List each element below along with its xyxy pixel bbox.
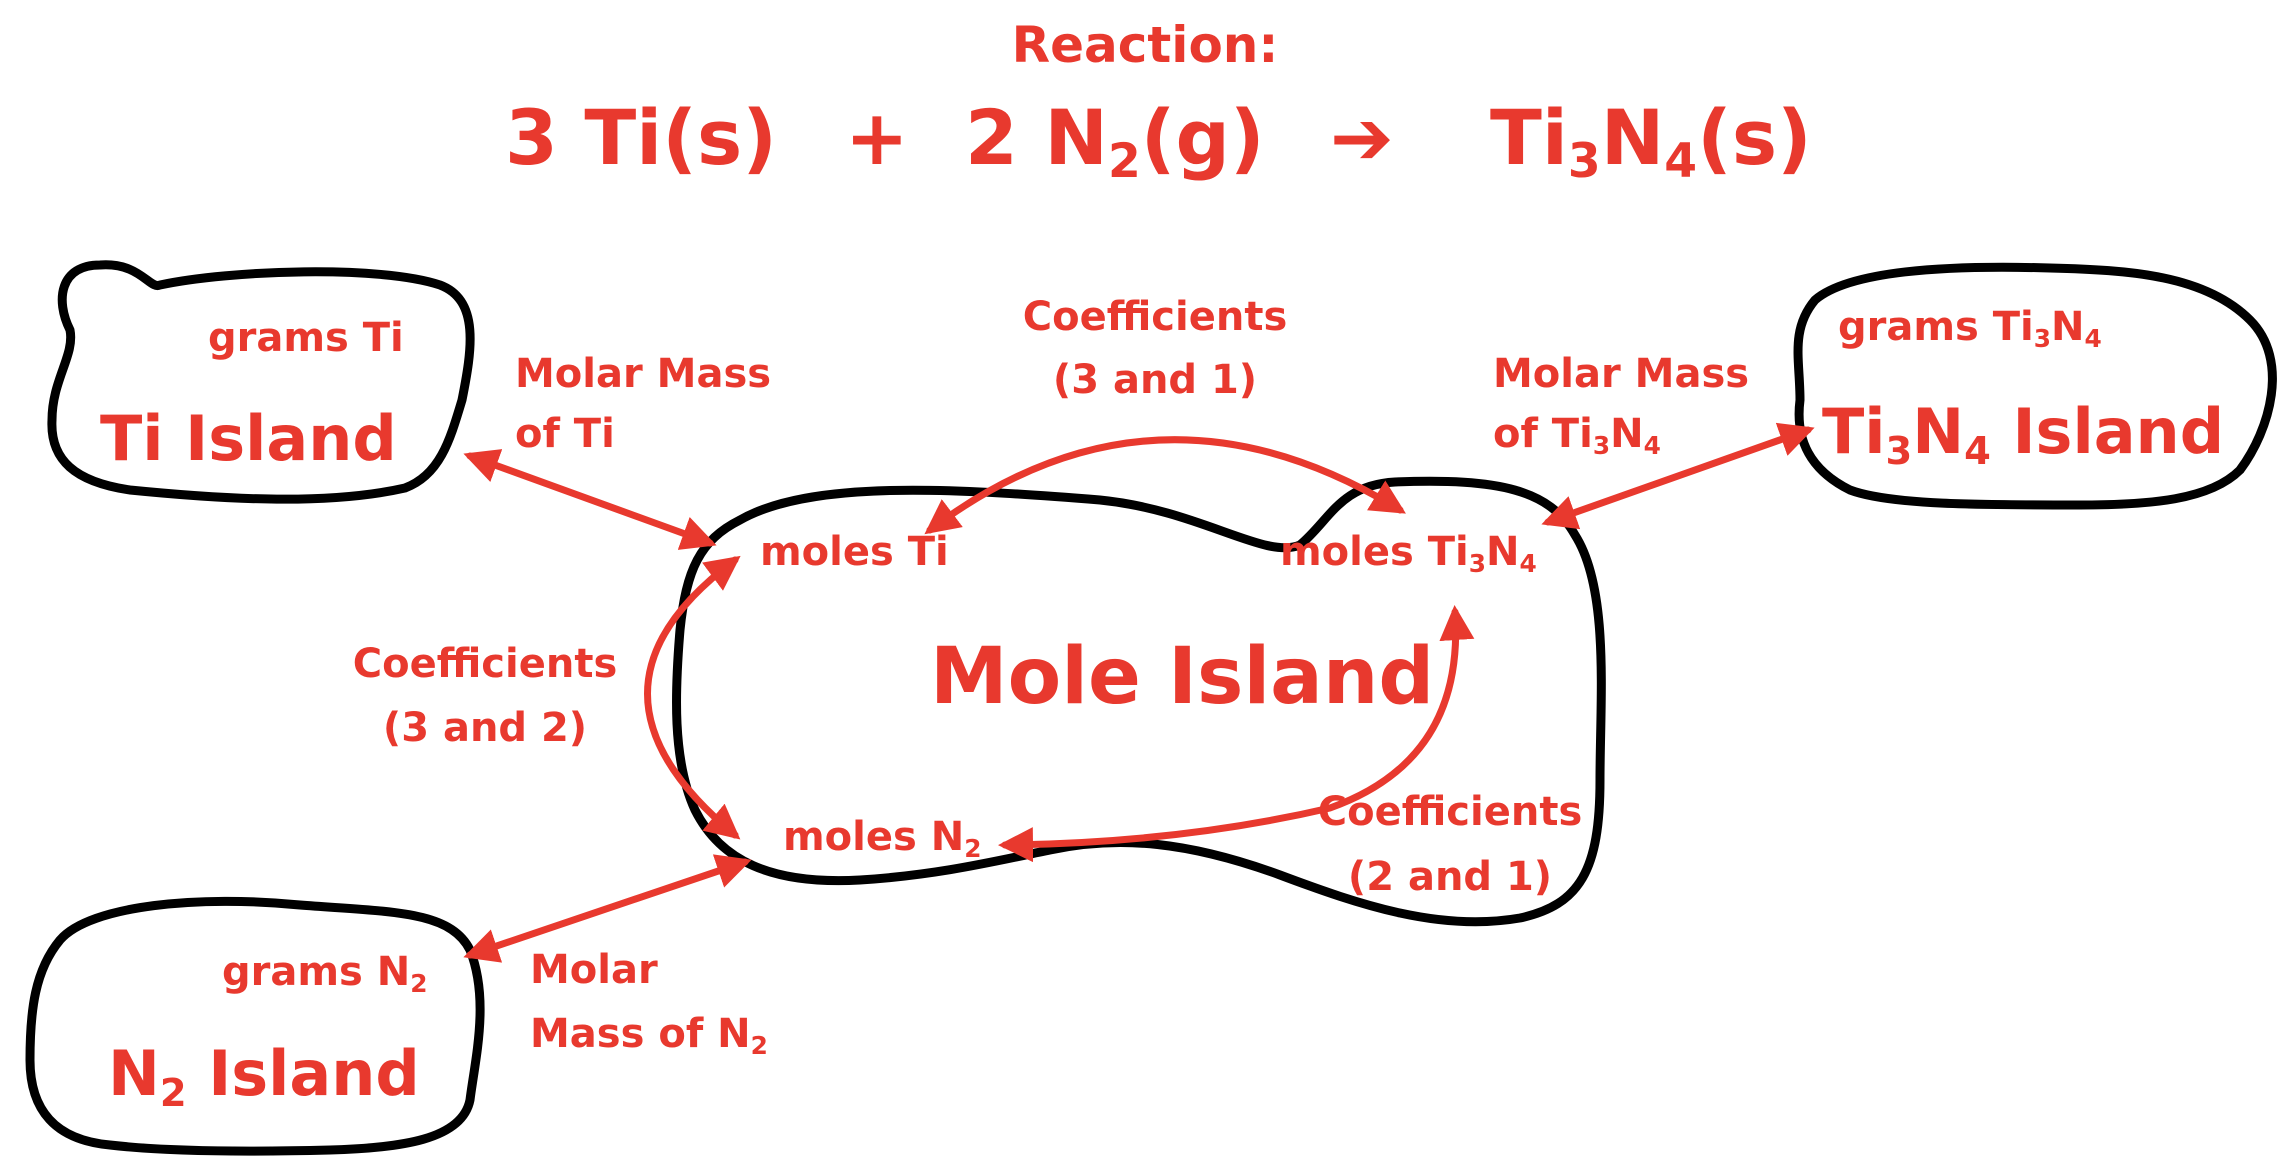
grams-ti3n4-label: grams Ti3N4	[1838, 304, 2102, 353]
arrow-coefficients-right	[998, 605, 1475, 863]
n2-island-title: N2 Island	[108, 1037, 420, 1116]
reactant-ti: 3 Ti(s)	[505, 93, 777, 182]
molar-mass-ti-line2: of Ti	[515, 411, 615, 457]
coefficients-top-line2: (3 and 1)	[1052, 357, 1258, 403]
ti3n4-island-title: Ti3N4 Island	[1822, 395, 2225, 474]
arrow-n2-molar-mass	[463, 854, 752, 963]
arrow-coefficients-top	[924, 436, 1406, 535]
mole-island-title: Mole Island	[930, 632, 1435, 722]
coefficients-left-line2: (3 and 2)	[382, 705, 588, 751]
molar-mass-n2-line1: Molar	[530, 947, 658, 993]
reaction-title: Reaction:	[1011, 16, 1279, 74]
coefficients-left-line1: Coefficients	[352, 641, 618, 687]
moles-n2-label: moles N2	[783, 814, 982, 863]
molar-mass-ti-line1: Molar Mass	[515, 351, 772, 397]
arrow-ti3n4-molar-mass	[1541, 422, 1815, 530]
plus-sign: +	[845, 93, 909, 182]
grams-ti-label: grams Ti	[208, 315, 404, 361]
arrow-coefficients-left	[644, 555, 741, 840]
molar-mass-ti3n4-line1: Molar Mass	[1493, 351, 1750, 397]
coefficients-top-line1: Coefficients	[1022, 294, 1288, 340]
n2-island-shape	[25, 896, 485, 1156]
molar-mass-ti3n4-line2: of Ti3N4	[1493, 411, 1661, 460]
ti-island-title: Ti Island	[100, 402, 397, 475]
arrow-ti-molar-mass	[463, 449, 717, 550]
ti-island-shape	[47, 260, 475, 504]
product-ti3n4: Ti3N4(s)	[1490, 93, 1812, 190]
reactant-n2: 2 N2(g)	[965, 93, 1265, 190]
moles-ti3n4-label: moles Ti3N4	[1280, 529, 1537, 578]
reaction-arrow: ➔	[1330, 93, 1394, 182]
coefficients-right-line1: Coefficients	[1317, 789, 1583, 835]
moles-ti-label: moles Ti	[760, 529, 949, 575]
coefficients-right-line2: (2 and 1)	[1347, 854, 1553, 900]
ti3n4-island-shape	[1793, 262, 2277, 510]
molar-mass-n2-line2: Mass of N2	[530, 1011, 768, 1060]
grams-n2-label: grams N2	[222, 949, 428, 998]
